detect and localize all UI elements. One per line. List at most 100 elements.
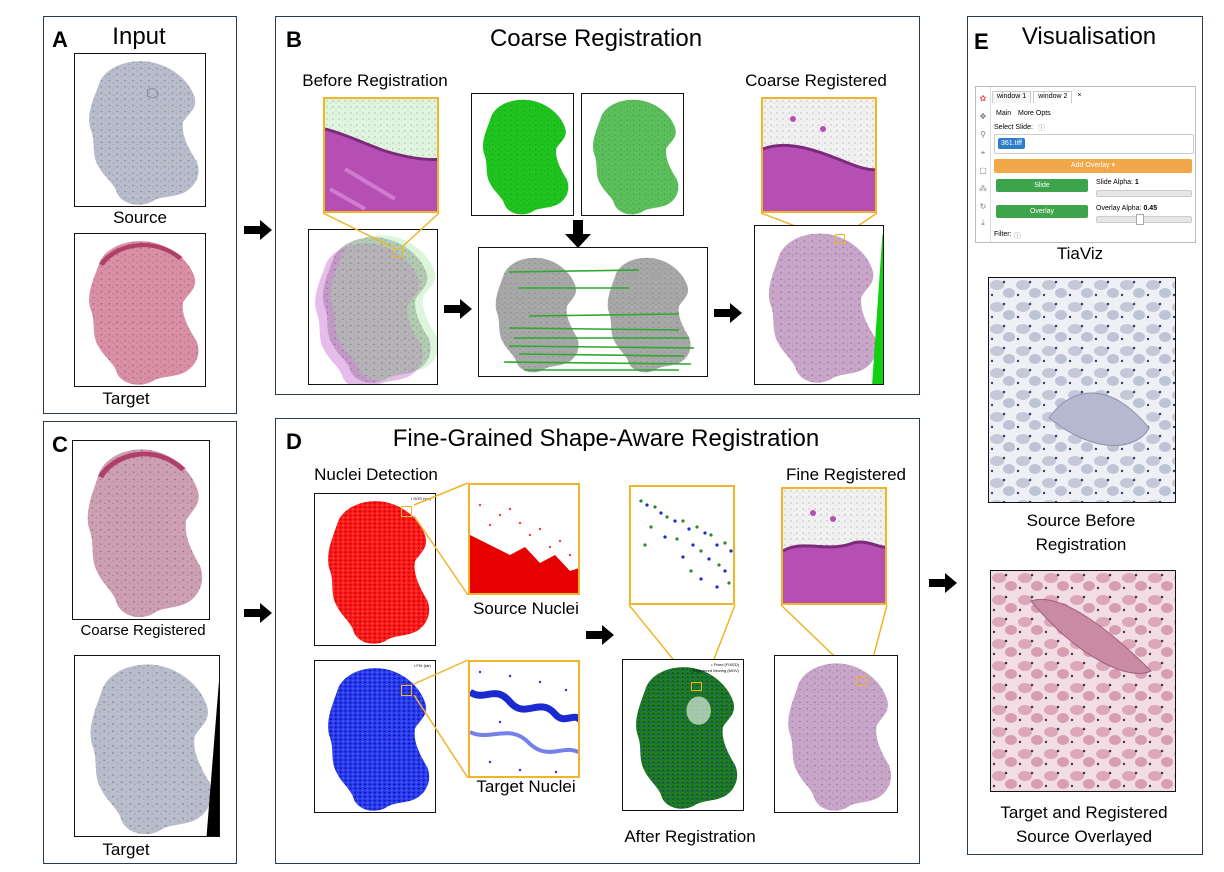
before-registration-caption: Before Registration bbox=[302, 71, 448, 90]
before-registration-image bbox=[308, 229, 438, 385]
target-input-image bbox=[74, 233, 206, 387]
tab-window-1[interactable]: window 1 bbox=[992, 91, 1032, 103]
overlay-line2: Source Overlayed bbox=[1015, 827, 1153, 846]
subtab-more-opts[interactable]: More Opts bbox=[1018, 110, 1051, 117]
slide-select-field[interactable]: 361.tiff bbox=[994, 134, 1194, 154]
slide-alpha-value: 1 bbox=[1134, 179, 1139, 186]
filter-label: Filter: bbox=[994, 231, 1012, 238]
panel-e-label: E bbox=[974, 29, 989, 54]
before-zoom-patch bbox=[323, 97, 439, 213]
tiaviz-logo-icon: ✿ bbox=[979, 94, 987, 103]
slide-alpha-slider[interactable] bbox=[1096, 190, 1192, 197]
c-coarse-caption: Coarse Registered bbox=[80, 622, 206, 639]
overlay-button[interactable]: Overlay bbox=[996, 205, 1088, 218]
target-caption: Target bbox=[102, 389, 150, 408]
slide-alpha-text: Slide Alpha: bbox=[1096, 179, 1135, 186]
source-caption: Source bbox=[113, 208, 167, 227]
source-nuclei-legend: • SOS (src) bbox=[410, 496, 431, 501]
arrow-d-to-e bbox=[929, 573, 957, 593]
after-fixed-legend: • Fixed (FIXED) bbox=[711, 662, 739, 667]
arrow-a-to-b bbox=[244, 220, 272, 240]
after-moving-legend: • Registered Moving (MOV) bbox=[690, 668, 739, 673]
right-arrow-d1 bbox=[586, 625, 614, 645]
tiaviz-sidebar: ✿ ✥ ⚲ ⌖ ▢ ⁂ ↻ ⤓ bbox=[976, 87, 991, 242]
source-nuclei-marker bbox=[401, 506, 412, 517]
fine-registered-zoom bbox=[781, 487, 887, 605]
filter-help-icon[interactable]: ⓘ bbox=[1014, 233, 1021, 240]
download-icon[interactable]: ⤓ bbox=[981, 218, 985, 227]
panel-e-title: Visualisation bbox=[1021, 23, 1157, 50]
right-arrow-b2 bbox=[714, 303, 742, 323]
overlay-alpha-label: Overlay Alpha: 0.45 bbox=[1096, 205, 1157, 212]
source-nuclei-zoom bbox=[468, 483, 580, 595]
source-before-line1: Source Before bbox=[1026, 511, 1136, 530]
panel-a-title: Input bbox=[112, 23, 166, 50]
close-tab-icon[interactable]: × bbox=[1077, 92, 1082, 99]
source-feature-image bbox=[471, 93, 574, 216]
overlay-alpha-slider[interactable] bbox=[1096, 216, 1192, 223]
tiaviz-caption: TiaViz bbox=[1056, 244, 1104, 263]
fine-registered-image bbox=[774, 655, 898, 813]
coarse-zoom-marker bbox=[835, 234, 845, 244]
refresh-icon[interactable]: ↻ bbox=[979, 202, 987, 211]
target-nuclei-caption: Target Nuclei bbox=[476, 777, 576, 796]
target-nuclei-zoom bbox=[468, 660, 580, 778]
right-arrow-b1 bbox=[444, 299, 472, 319]
overlay-alpha-handle[interactable] bbox=[1136, 214, 1144, 225]
after-registration-marker bbox=[691, 682, 702, 691]
zoom-icon[interactable]: ⚲ bbox=[980, 130, 986, 139]
panel-a: A Input Source Target bbox=[43, 16, 237, 414]
target-nuclei-image: • FIX (tar) bbox=[314, 660, 436, 813]
overlay-line1: Target and Registered bbox=[1000, 803, 1168, 822]
source-nuclei-caption: Source Nuclei bbox=[473, 599, 579, 618]
panel-b-label: B bbox=[286, 27, 302, 52]
after-registration-caption: After Registration bbox=[624, 827, 756, 846]
c-target-caption: Target bbox=[102, 840, 150, 859]
before-zoom-marker bbox=[393, 248, 403, 258]
down-arrow bbox=[565, 220, 591, 248]
tab-window-2[interactable]: window 2 bbox=[1033, 91, 1073, 103]
source-before-line2: Registration bbox=[1035, 535, 1127, 554]
slide-chip[interactable]: 361.tiff bbox=[998, 138, 1025, 149]
tiaviz-app-screenshot: ✿ ✥ ⚲ ⌖ ▢ ⁂ ↻ ⤓ window 1 window 2 × Main… bbox=[975, 86, 1196, 243]
panel-c: C Coarse Registered Target bbox=[43, 421, 237, 864]
points-icon[interactable]: ⁂ bbox=[979, 184, 987, 193]
fine-registered-marker bbox=[857, 676, 867, 686]
overlay-alpha-text: Overlay Alpha: bbox=[1096, 205, 1144, 212]
arrow-c-to-d bbox=[244, 603, 272, 623]
coarse-zoom-patch bbox=[761, 97, 877, 213]
panel-a-label: A bbox=[52, 27, 68, 52]
help-icon[interactable]: ⓘ bbox=[1038, 125, 1045, 132]
after-registration-image: • Fixed (FIXED) • Registered Moving (MOV… bbox=[622, 659, 744, 811]
panel-d: D Fine-Grained Shape-Aware Registration … bbox=[275, 418, 920, 864]
source-nuclei-image: • SOS (src) bbox=[314, 493, 436, 646]
slide-alpha-label: Slide Alpha: 1 bbox=[1096, 179, 1139, 186]
target-and-registered-overlay-image bbox=[990, 570, 1176, 792]
panel-b: B Coarse Registration Before Registratio… bbox=[275, 16, 920, 395]
coarse-registered-caption: Coarse Registered bbox=[745, 71, 887, 90]
source-input-image bbox=[74, 53, 206, 207]
panel-d-label: D bbox=[286, 429, 302, 454]
panel-b-title: Coarse Registration bbox=[489, 25, 703, 52]
tiaviz-window-tabs: window 1 window 2 × bbox=[992, 91, 1084, 103]
panel-d-title: Fine-Grained Shape-Aware Registration bbox=[392, 425, 820, 452]
panel-c-label: C bbox=[52, 432, 68, 457]
subtab-main[interactable]: Main bbox=[996, 110, 1012, 117]
select-slide-label: Select Slide: bbox=[994, 124, 1033, 131]
select-icon[interactable]: ▢ bbox=[979, 166, 987, 175]
c-target-image bbox=[74, 655, 220, 837]
add-overlay-button[interactable]: Add Overlay ▾ bbox=[994, 159, 1192, 173]
coarse-registered-image bbox=[754, 225, 884, 385]
nuclei-detection-caption: Nuclei Detection bbox=[314, 465, 438, 484]
overlay-alpha-value: 0.45 bbox=[1143, 205, 1158, 212]
fine-registered-caption: Fine Registered bbox=[785, 465, 906, 484]
measure-icon[interactable]: ⌖ bbox=[980, 148, 986, 157]
feature-matching-image bbox=[478, 247, 708, 377]
pan-icon[interactable]: ✥ bbox=[979, 112, 987, 121]
source-before-registration-image bbox=[988, 277, 1176, 503]
slide-button[interactable]: Slide bbox=[996, 179, 1088, 192]
target-feature-image bbox=[581, 93, 684, 216]
target-nuclei-legend: • FIX (tar) bbox=[413, 663, 431, 668]
after-registration-zoom bbox=[629, 485, 735, 605]
target-nuclei-marker bbox=[401, 685, 412, 696]
